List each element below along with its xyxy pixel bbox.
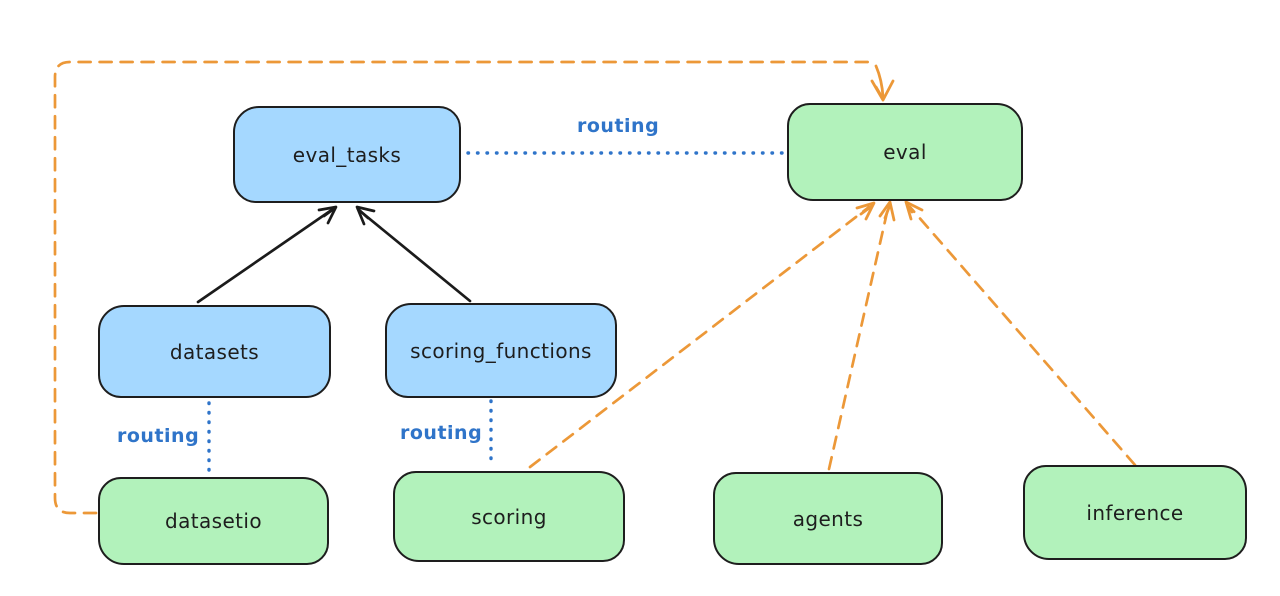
edge-line [908,205,1137,467]
node-eval-tasks: eval_tasks [233,106,461,203]
arrowhead-up-icon [904,200,924,221]
node-scoring-functions: scoring_functions [385,303,617,398]
node-scoring: scoring [393,471,625,562]
arrowhead-up-icon [855,201,876,221]
node-agents-label: agents [792,506,864,531]
edge-label-routing-datasets-datasetio: routing [117,425,200,447]
arrowhead-sketch-stroke [859,204,874,216]
arrowhead-sketch-stroke [322,206,337,218]
edge-line [53,60,874,515]
edge-line [196,207,335,304]
edge-scoring-to-eval [528,201,876,469]
edge-datasets-to-eval-tasks [196,205,338,304]
arrowhead-sketch-stroke [883,203,892,220]
node-datasets: datasets [98,305,331,398]
edge-inference-to-eval [904,200,1137,467]
node-inference-label: inference [1086,500,1184,525]
arrowhead-up-icon [317,205,338,225]
edge-label-routing-eval-tasks-eval: routing [577,115,660,137]
node-datasetio: datasetio [98,477,329,565]
node-datasetio-label: datasetio [164,509,262,533]
arrowhead-sketch-stroke [905,202,914,214]
node-eval-tasks-label: eval_tasks [292,142,402,167]
arrowhead-sketch-stroke [874,85,885,101]
edge-datasetio-to-eval [53,60,895,515]
arrowhead-up-icon [355,205,376,226]
node-scoring-label: scoring [471,504,547,529]
node-eval: eval [787,103,1023,201]
edge-line [827,206,890,471]
edge-agents-to-eval [827,200,896,471]
edge-arrow-shaft [874,64,885,99]
arrowhead-up-icon [878,200,896,222]
node-datasets-label: datasets [169,339,260,364]
edge-line [358,209,472,303]
edge-scoring-functions-to-eval-tasks [355,205,472,303]
arrowhead-sketch-stroke [356,207,370,220]
edge-line [528,205,871,469]
edge-label-routing-scoring-functions-scoring: routing [400,422,483,444]
node-agents: agents [713,472,943,565]
node-eval-label: eval [883,140,927,164]
node-inference: inference [1023,465,1247,560]
node-scoring-functions-label: scoring_functions [410,338,592,363]
